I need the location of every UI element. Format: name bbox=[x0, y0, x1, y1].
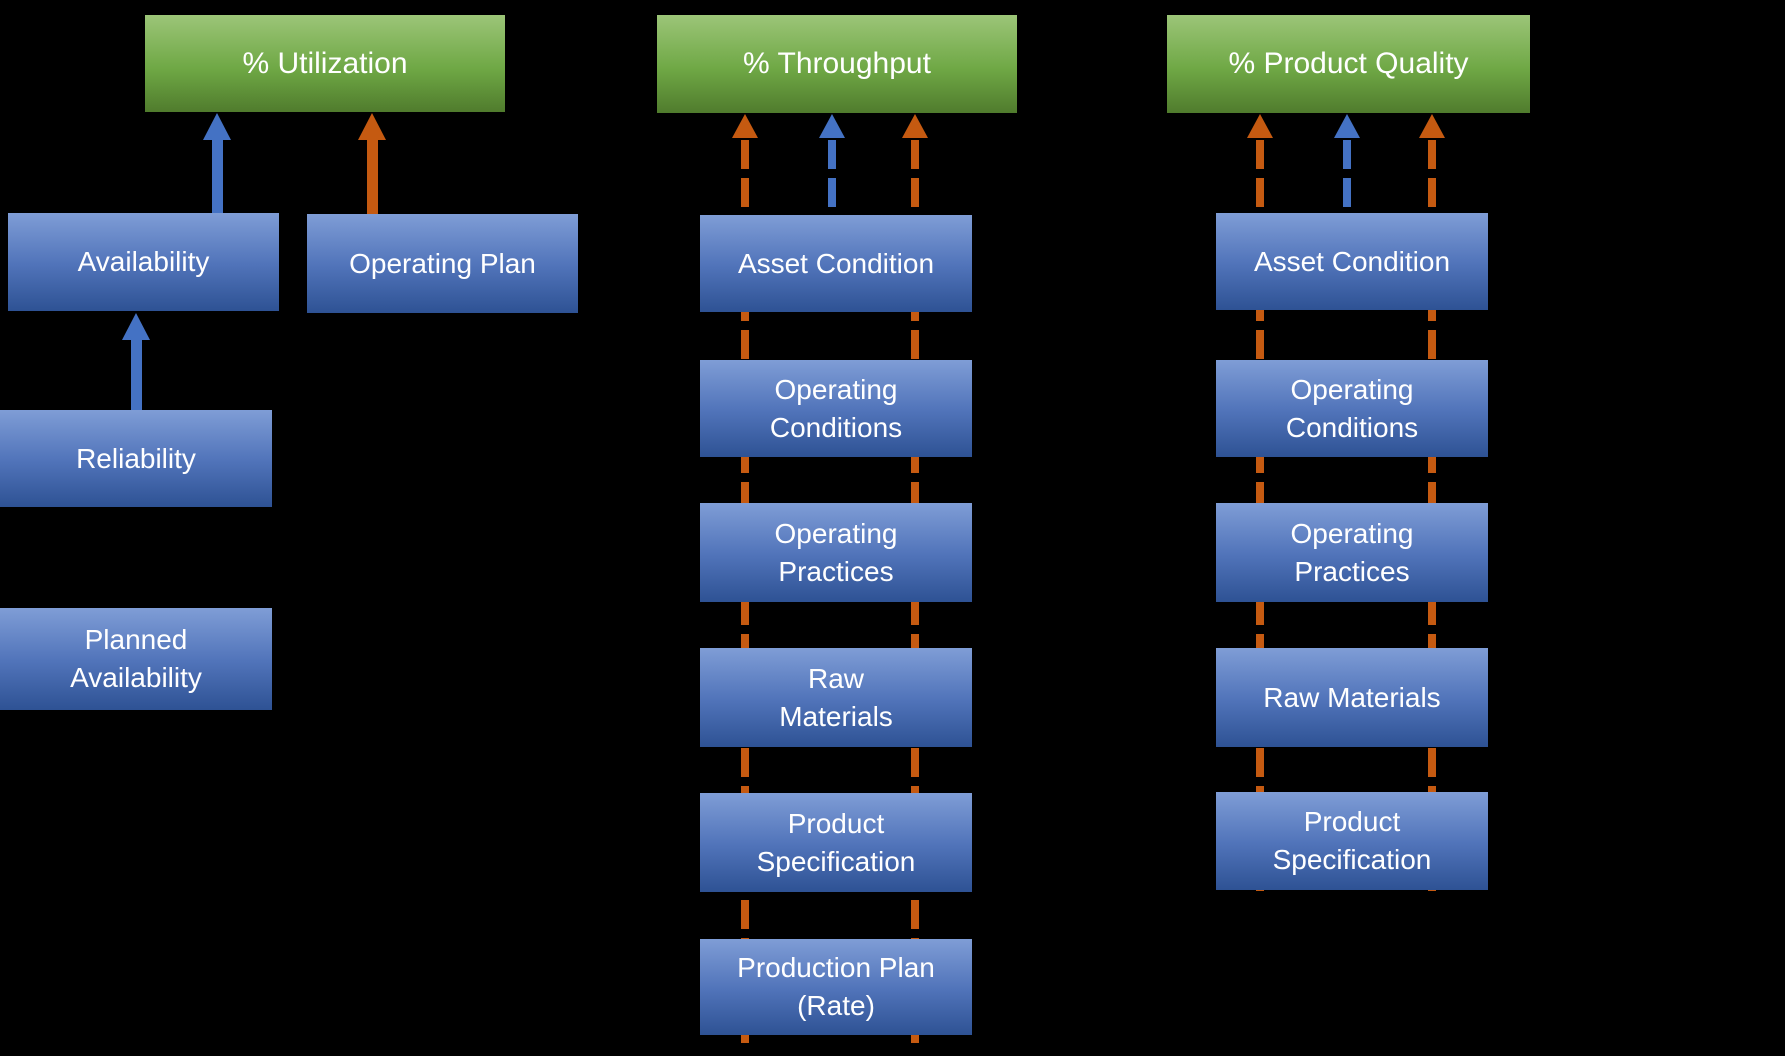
dashed-arrow-head-product-quality-left bbox=[1247, 114, 1273, 138]
dashed-arrow-head-asset-condition-to-product-quality bbox=[1334, 114, 1360, 138]
dashed-arrow-head-product-quality-right bbox=[1419, 114, 1445, 138]
kpi-box-throughput: % Throughput bbox=[657, 15, 1017, 113]
factor-box-operating-practices-quality: Operating Practices bbox=[1216, 503, 1488, 602]
factor-box-product-specification-quality: Product Specification bbox=[1216, 792, 1488, 890]
factor-box-raw-materials-quality: Raw Materials bbox=[1216, 648, 1488, 747]
arrow-head-reliability-to-availability bbox=[122, 313, 150, 340]
factor-label-operating-practices-throughput: Operating Practices bbox=[774, 517, 898, 587]
factor-label-reliability: Reliability bbox=[76, 442, 196, 474]
dashed-line-asset-condition-to-throughput bbox=[828, 140, 836, 215]
kpi-box-product-quality: % Product Quality bbox=[1167, 15, 1530, 113]
factor-box-availability: Availability bbox=[8, 213, 279, 311]
factor-box-operating-conditions-quality: Operating Conditions bbox=[1216, 360, 1488, 457]
arrow-head-availability-to-utilization bbox=[203, 113, 231, 140]
factor-label-raw-materials-quality: Raw Materials bbox=[1263, 681, 1441, 713]
factor-label-production-plan-rate: Production Plan (Rate) bbox=[737, 952, 935, 1021]
kpi-label-utilization: % Utilization bbox=[242, 46, 408, 80]
factor-label-availability: Availability bbox=[77, 246, 210, 278]
factor-label-raw-materials-throughput: Raw Materials bbox=[779, 662, 893, 732]
factor-box-production-plan-rate: Production Plan (Rate) bbox=[700, 939, 972, 1035]
factor-label-product-specification-quality: Product Specification bbox=[1272, 806, 1432, 875]
factor-label-operating-conditions-quality: Operating Conditions bbox=[1285, 373, 1419, 443]
factor-box-operating-conditions-throughput: Operating Conditions bbox=[700, 360, 972, 457]
dashed-arrow-head-asset-condition-to-throughput bbox=[819, 114, 845, 138]
factor-box-planned-availability: Planned Availability bbox=[0, 608, 272, 710]
factor-label-operating-practices-quality: Operating Practices bbox=[1290, 517, 1414, 587]
arrow-shaft-operating-plan-to-utilization bbox=[367, 138, 378, 215]
factor-box-reliability: Reliability bbox=[0, 410, 272, 507]
kpi-label-product-quality: % Product Quality bbox=[1228, 47, 1469, 80]
arrow-head-operating-plan-to-utilization bbox=[358, 113, 386, 140]
factor-label-asset-condition-throughput: Asset Condition bbox=[737, 247, 935, 279]
factor-box-operating-plan: Operating Plan bbox=[307, 214, 578, 313]
factor-box-raw-materials-throughput: Raw Materials bbox=[700, 648, 972, 747]
factor-box-asset-condition-throughput: Asset Condition bbox=[700, 215, 972, 312]
arrow-shaft-reliability-to-availability bbox=[131, 338, 142, 410]
factor-label-operating-conditions-throughput: Operating Conditions bbox=[769, 373, 903, 443]
factor-label-asset-condition-quality: Asset Condition bbox=[1253, 245, 1451, 277]
dashed-arrow-head-throughput-right bbox=[902, 114, 928, 138]
factor-label-operating-plan: Operating Plan bbox=[349, 247, 536, 279]
kpi-box-utilization: % Utilization bbox=[145, 15, 505, 112]
factor-label-product-specification-throughput: Product Specification bbox=[756, 807, 916, 877]
arrow-shaft-availability-to-utilization bbox=[212, 138, 223, 214]
factor-label-planned-availability: Planned Availability bbox=[70, 624, 202, 693]
factor-box-product-specification-throughput: Product Specification bbox=[700, 793, 972, 892]
dashed-arrow-head-throughput-left bbox=[732, 114, 758, 138]
kpi-label-throughput: % Throughput bbox=[743, 47, 931, 80]
factor-box-asset-condition-quality: Asset Condition bbox=[1216, 213, 1488, 310]
dashed-line-asset-condition-to-product-quality bbox=[1343, 140, 1351, 213]
factor-box-operating-practices-throughput: Operating Practices bbox=[700, 503, 972, 602]
